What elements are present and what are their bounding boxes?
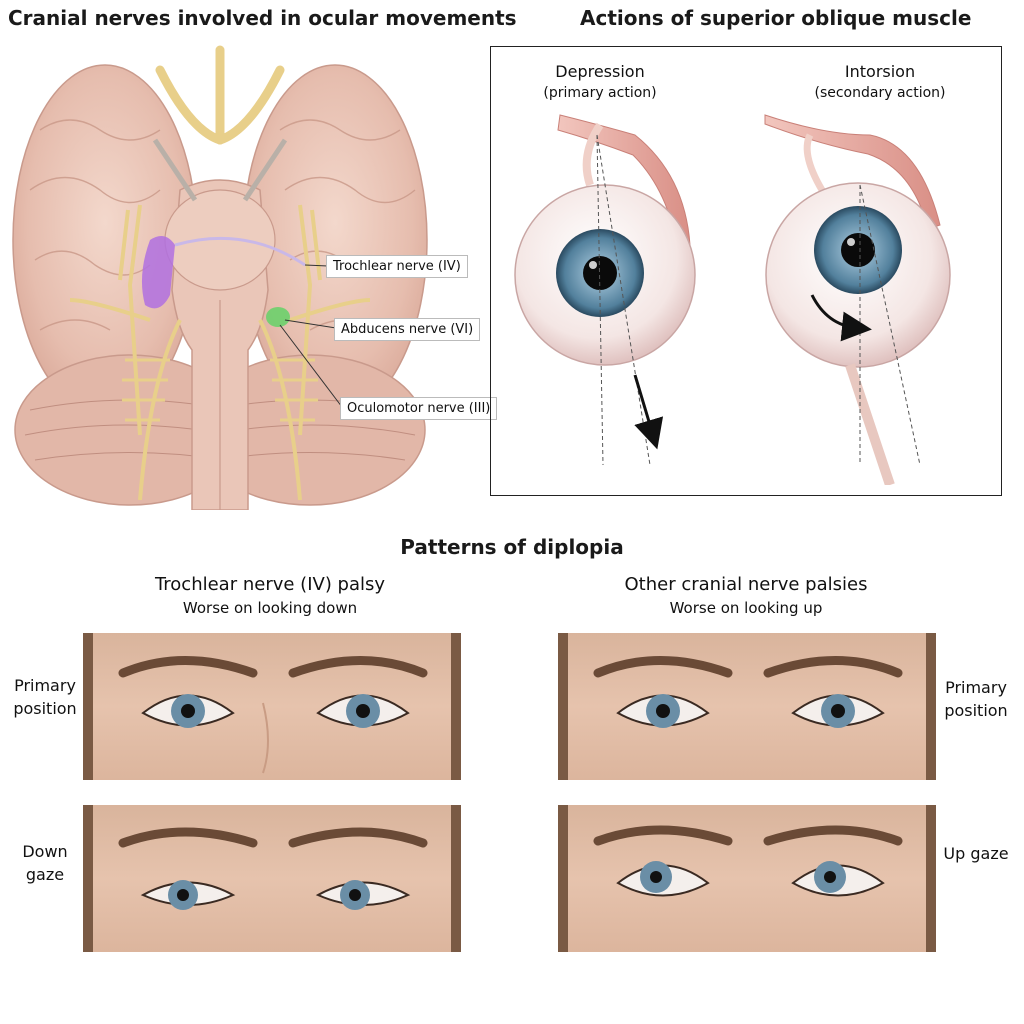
- intorsion-title: Intorsion: [844, 62, 916, 81]
- depression-eyeball: [514, 114, 696, 466]
- diplopia-title: Patterns of diplopia: [400, 535, 624, 559]
- oblique-panel-frame: [490, 46, 1002, 496]
- intorsion-eyeball: [764, 114, 951, 485]
- right-primary-eyes-photo: [558, 633, 936, 780]
- depression-subtitle: (primary action): [543, 85, 657, 101]
- oculomotor-nerve-label: Oculomotor nerve (III): [340, 397, 498, 420]
- left-down-gaze-label: Down gaze: [22, 842, 68, 884]
- trochlear-nerve-label: Trochlear nerve (IV): [326, 255, 468, 278]
- other-palsies-subtitle: Worse on looking up: [669, 599, 823, 617]
- intorsion-subtitle: (secondary action): [814, 85, 946, 101]
- abducens-nerve-label: Abducens nerve (VI): [334, 318, 481, 341]
- left-down-gaze-eyes-photo: [83, 805, 461, 952]
- depression-title: Depression: [555, 62, 645, 81]
- trochlear-palsy-title: Trochlear nerve (IV) palsy: [154, 574, 386, 595]
- brain-panel-title: Cranial nerves involved in ocular moveme…: [8, 6, 517, 30]
- right-up-gaze-eyes-photo: [558, 805, 936, 952]
- other-palsies-title: Other cranial nerve palsies: [624, 574, 868, 595]
- oblique-panel-title: Actions of superior oblique muscle: [580, 6, 972, 30]
- right-up-gaze-label: Up gaze: [943, 844, 1009, 863]
- trochlear-palsy-subtitle: Worse on looking down: [182, 599, 358, 617]
- left-primary-eyes-photo: [83, 633, 461, 780]
- left-primary-label: Primary position: [13, 676, 77, 718]
- right-primary-label: Primary position: [944, 678, 1008, 720]
